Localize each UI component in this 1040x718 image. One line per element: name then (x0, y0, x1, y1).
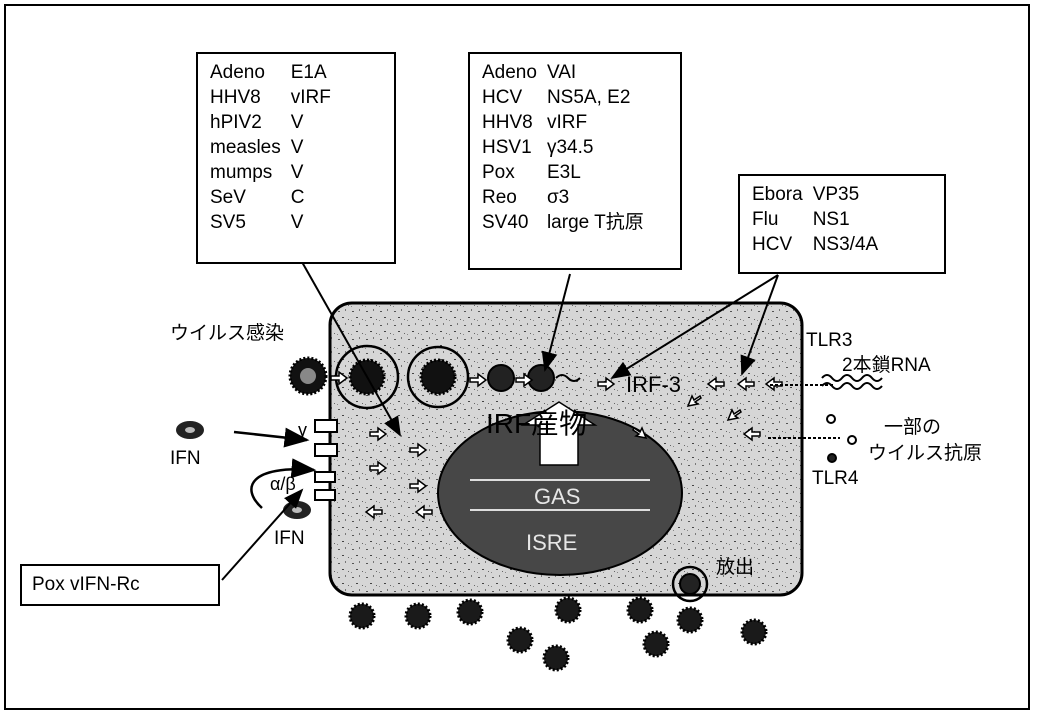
virus-name: Pox (482, 160, 547, 185)
virus-name: Ebora (752, 182, 813, 207)
label-irf-product: IRF産物 (486, 402, 587, 442)
virus-name: HCV (752, 232, 813, 257)
released-virus-particles (350, 598, 766, 670)
viral-protein: VP35 (813, 182, 878, 207)
virus-name: measles (210, 135, 291, 160)
label-alpha-beta: α/β (270, 474, 296, 495)
virus-name: SV40 (482, 210, 547, 235)
viral-protein: VAI (547, 60, 644, 85)
viral-protein: V (291, 160, 331, 185)
viral-protein: E1A (291, 60, 331, 85)
virus-name: mumps (210, 160, 291, 185)
virus-name: Reo (482, 185, 547, 210)
label-dsrna: 2本鎖RNA (842, 350, 931, 377)
label-some: 一部の (884, 412, 941, 439)
label-tlr3: TLR3 (806, 330, 852, 352)
virus-name: Adeno (482, 60, 547, 85)
viral-protein: vIRF (547, 110, 644, 135)
virus-name: hPIV2 (210, 110, 291, 135)
label-virus-infection: ウイルス感染 (170, 318, 284, 345)
label-gas: GAS (534, 484, 580, 510)
viral-protein: E3L (547, 160, 644, 185)
viral-protein: σ3 (547, 185, 644, 210)
viral-protein: V (291, 210, 331, 235)
viral-protein: vIRF (291, 85, 331, 110)
label-irf3: IRF-3 (626, 372, 681, 398)
pox-vifn-rc-box: Pox vIFN-Rc (20, 564, 220, 606)
virus-name: HHV8 (210, 85, 291, 110)
viral-protein: NS3/4A (813, 232, 878, 257)
virus-name: SV5 (210, 210, 291, 235)
label-isre: ISRE (526, 530, 577, 556)
virus-name: HCV (482, 85, 547, 110)
label-viral-antigen: ウイルス抗原 (868, 438, 982, 465)
viral-protein: NS1 (813, 207, 878, 232)
pox-vifn-rc-label: Pox vIFN-Rc (32, 574, 140, 595)
virus-name: Adeno (210, 60, 291, 85)
viral-protein: large T抗原 (547, 210, 644, 235)
viral-protein: NS5A, E2 (547, 85, 644, 110)
viral-protein: V (291, 135, 331, 160)
label-release: 放出 (716, 552, 754, 579)
virus-name: Flu (752, 207, 813, 232)
virus-name: HHV8 (482, 110, 547, 135)
viral-protein: C (291, 185, 331, 210)
virus-name: SeV (210, 185, 291, 210)
viral-protein: V (291, 110, 331, 135)
label-gamma: γ (298, 420, 307, 441)
label-tlr4: TLR4 (812, 468, 858, 490)
virus-name: HSV1 (482, 135, 547, 160)
label-ifn-bottom: IFN (274, 528, 305, 550)
label-ifn-top: IFN (170, 448, 201, 470)
viral-protein: γ34.5 (547, 135, 644, 160)
